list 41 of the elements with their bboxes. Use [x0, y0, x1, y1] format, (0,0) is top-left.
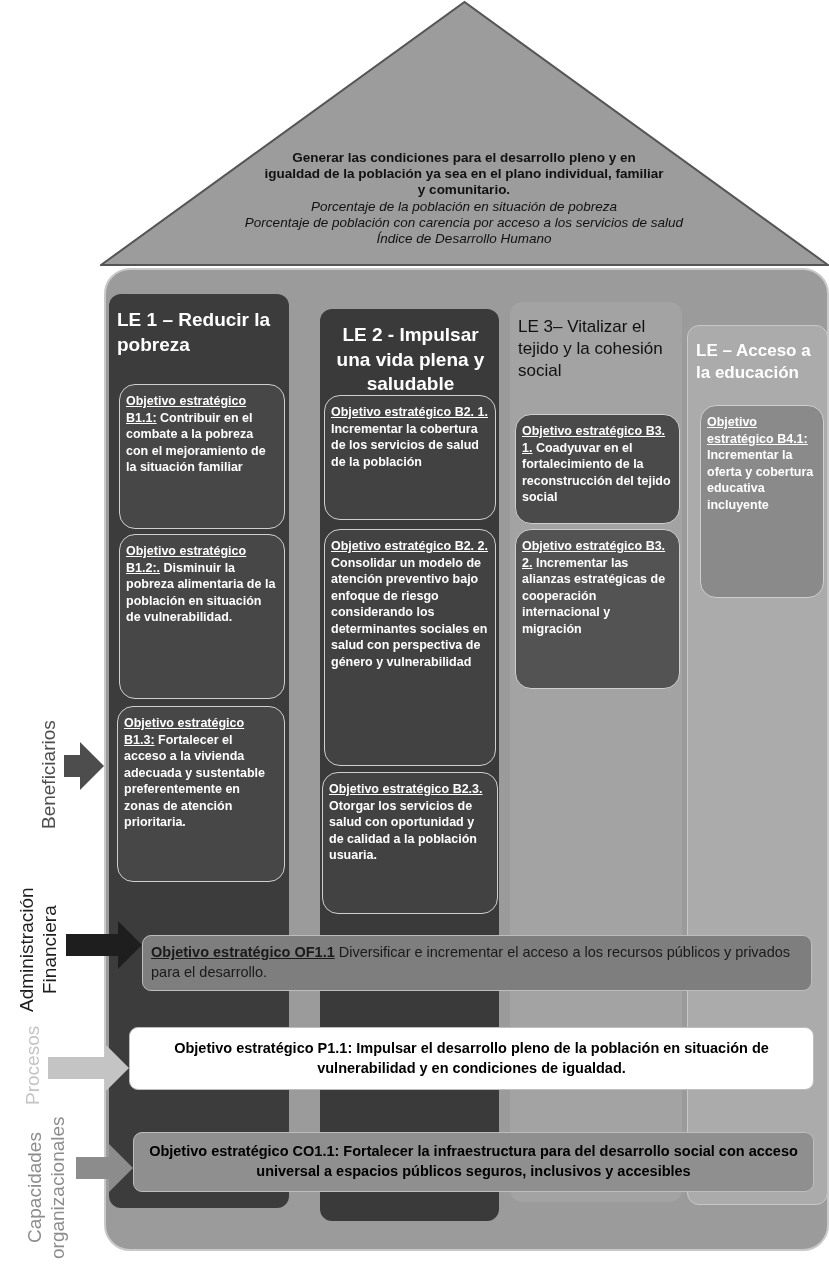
column-title: LE 1 – Reducir la pobreza	[117, 308, 272, 357]
objective-card	[515, 529, 680, 689]
objective-text: Objetivo estratégico B3. 2. Incrementar las alianzas estratégicas de cooperación internacional y migración	[522, 538, 667, 637]
objective-text: Objetivo estratégico CO1.1: Fortalecer la infraestructura para del desarrollo social con acceso universal a espacios públicos seguros, inclusivos y accesibles	[148, 1142, 799, 1181]
indicator-text: Porcentaje de población con carencia por acceso a los servicios de salud	[243, 214, 685, 231]
column-title: LE 2 - Impulsar una vida plena y saludable	[335, 323, 486, 397]
objective-card	[515, 414, 680, 524]
objective-bar	[142, 935, 812, 991]
perspective-label: Beneficiarios	[38, 719, 60, 832]
objective-card	[119, 384, 285, 529]
objective-card	[324, 529, 496, 766]
column-title: LE – Acceso a la educación	[696, 340, 812, 385]
goal-statement: Generar las condiciones para el desarrollo pleno y en igualdad de la población ya sea en el plano individual, familiar y comunitario.	[264, 150, 664, 199]
house-body-panel	[104, 268, 829, 1251]
objective-card	[322, 772, 498, 914]
objective-text: Objetivo estratégico B1.3: Fortalecer el acceso a la vivienda adecuada y sustentable preferentemente en zonas de atención prioritaria.	[124, 715, 267, 831]
indicator-text: Índice de Desarrollo Humano	[375, 230, 553, 248]
objective-card	[700, 405, 824, 598]
block-arrow	[76, 1144, 133, 1192]
objective-text: Objetivo estratégico B1.1: Contribuir en el combate a la pobreza con el mejoramiento de la situación familiar	[126, 393, 267, 476]
objective-text: Objetivo estratégico B2. 2. Consolidar un modelo de atención preventivo bajo enfoque de riesgo considerando los determinantes sociales en salud con perspectiva de género y vulnerabilidad	[331, 538, 489, 670]
objective-text: Objetivo estratégico B4.1: Incrementar la oferta y cobertura educativa incluyente	[707, 414, 815, 513]
objective-text: Objetivo estratégico B2. 1. Incrementar la cobertura de los servicios de salud de la población	[331, 404, 489, 470]
perspective-label: Capacidades organizacionales	[24, 1115, 69, 1261]
column-title: LE 3– Vitalizar el tejido y la cohesión social	[518, 316, 664, 383]
objective-text: Objetivo estratégico OF1.1 Diversificar e incrementar el acceso a los recursos públicos y privados para el desarrollo.	[151, 943, 792, 982]
objective-card	[117, 706, 285, 882]
objective-text: Objetivo estratégico P1.1: Impulsar el desarrollo pleno de la población en situación de vulnerabilidad y en condiciones de igualdad.	[173, 1038, 770, 1078]
objective-card	[119, 534, 285, 699]
block-arrow	[64, 742, 104, 790]
objective-card	[324, 395, 496, 520]
objective-text: Objetivo estratégico B1.2:. Disminuir la pobreza alimentaria de la población en situación de vulnerabilidad.	[126, 543, 277, 626]
perspective-label: Procesos	[22, 1024, 44, 1107]
objective-bar	[129, 1027, 814, 1090]
indicator-text: Porcentaje de la población en situación de pobreza	[309, 198, 619, 215]
objective-text: Objetivo estratégico B3. 1. Coadyuvar en el fortalecimiento de la reconstrucción del tejido social	[522, 423, 672, 506]
objective-text: Objetivo estratégico B2.3. Otorgar los servicios de salud con oportunidad y de calidad a la población usuaria.	[329, 781, 484, 864]
block-arrow	[48, 1044, 129, 1092]
block-arrow	[66, 921, 142, 969]
perspective-label: Administración Financiera	[16, 886, 61, 1015]
objective-bar	[133, 1132, 814, 1192]
